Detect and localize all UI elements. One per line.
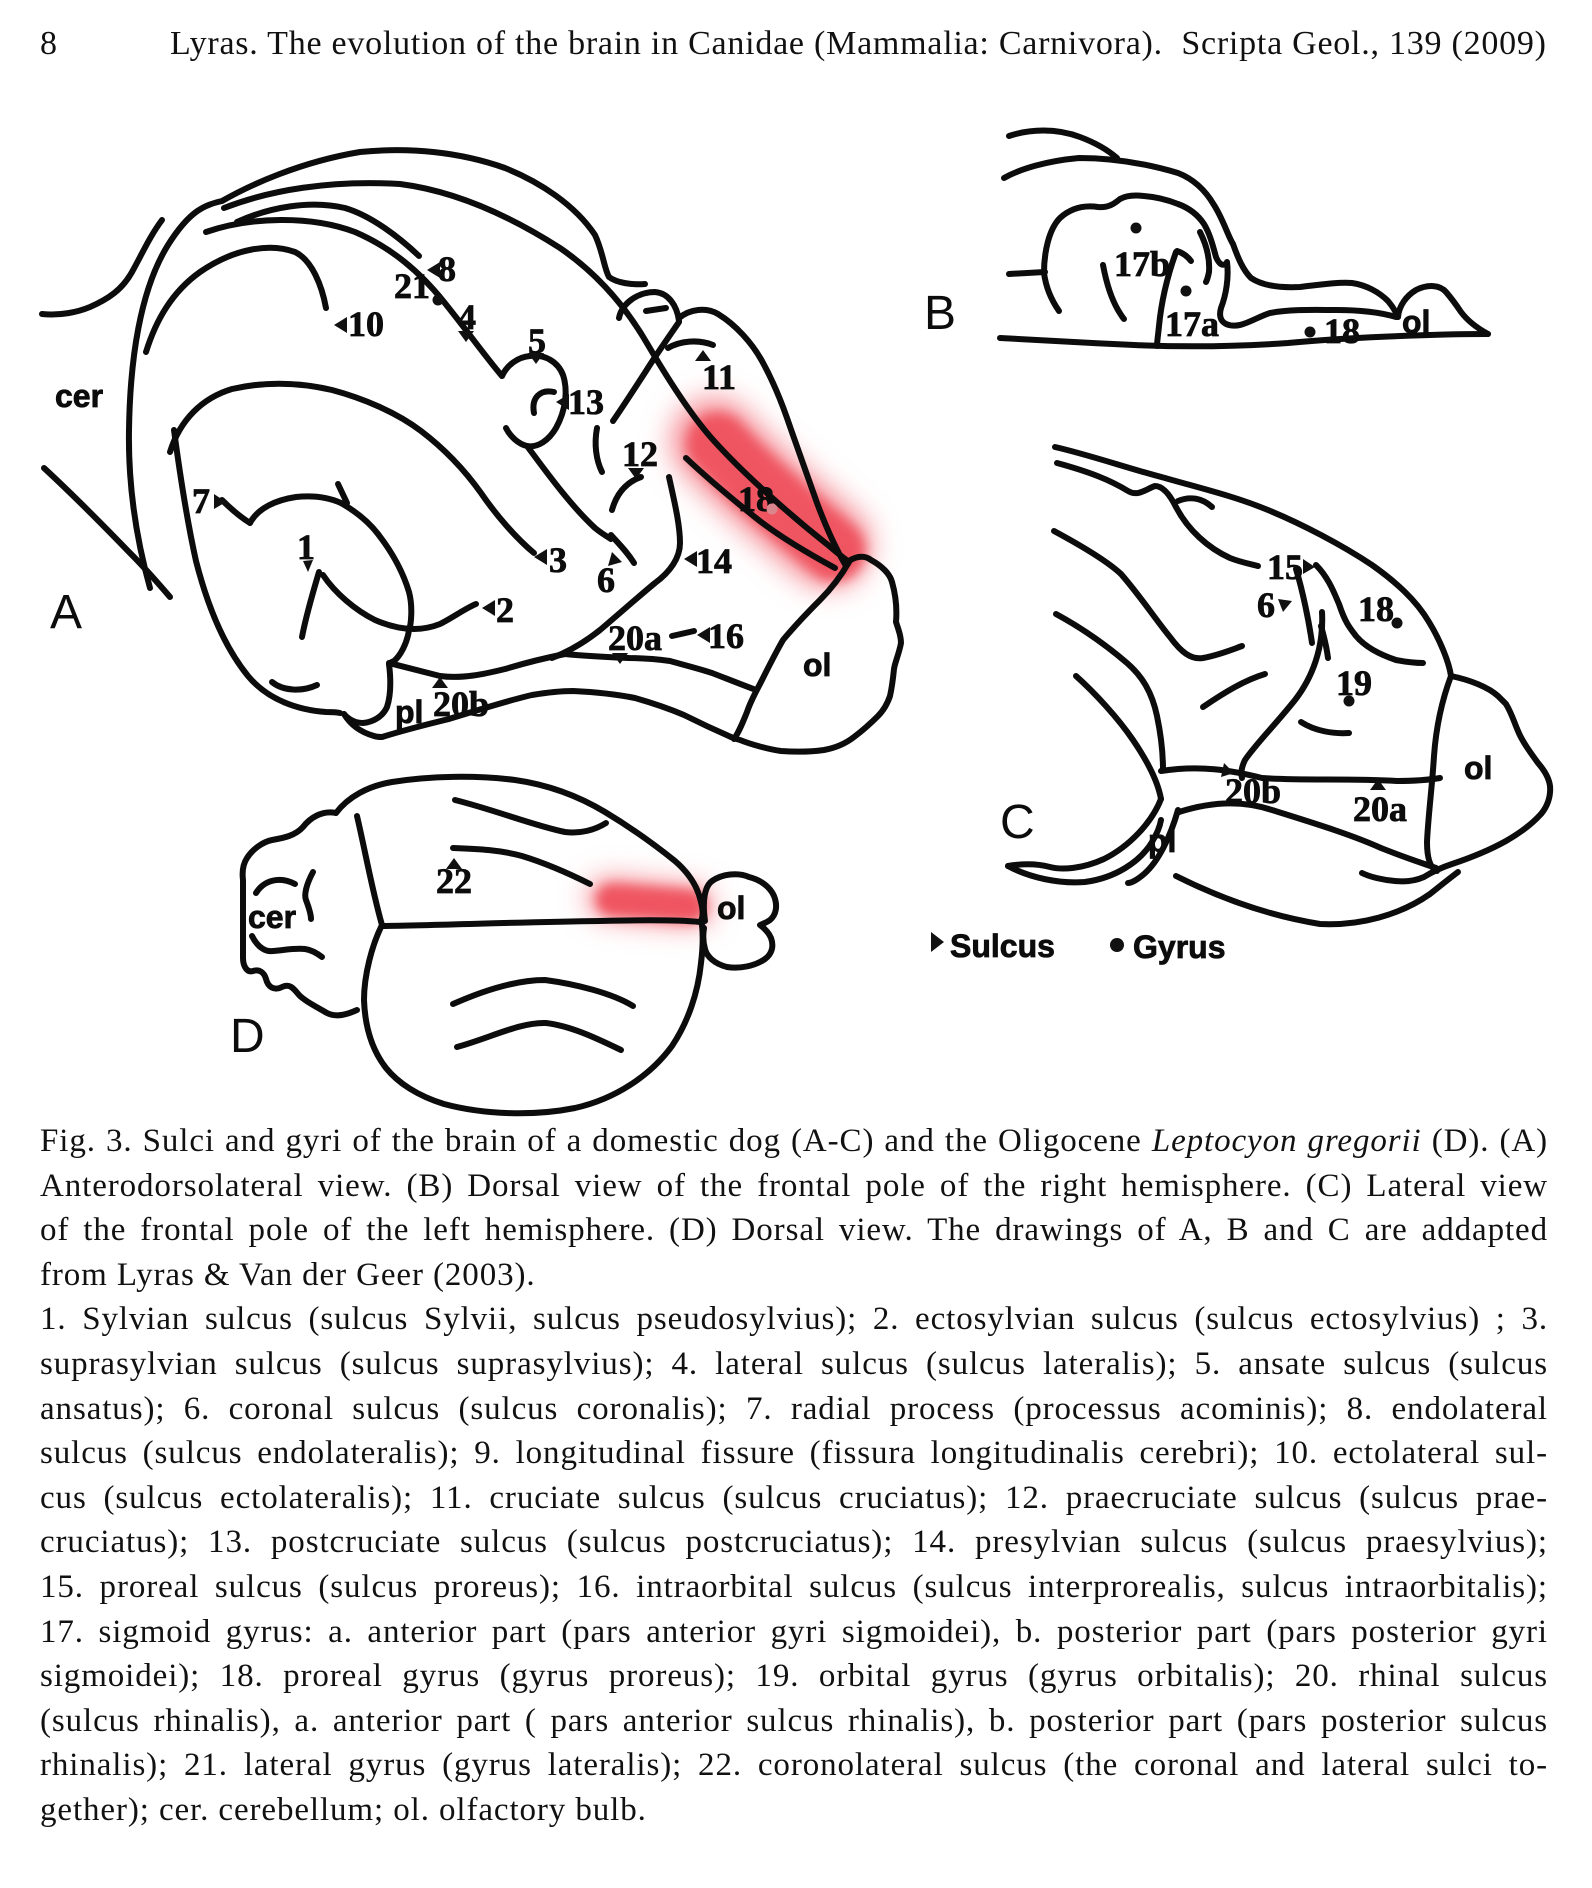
svg-text:ol: ol: [717, 890, 745, 926]
svg-text:20a: 20a: [1353, 789, 1407, 829]
svg-text:3: 3: [549, 540, 567, 580]
svg-text:pl: pl: [395, 694, 423, 730]
svg-text:18: 18: [1324, 311, 1360, 351]
svg-text:21: 21: [394, 266, 430, 306]
svg-text:4: 4: [458, 297, 476, 337]
svg-text:cer: cer: [55, 378, 103, 414]
svg-text:7: 7: [192, 481, 210, 521]
svg-text:pl: pl: [1148, 823, 1176, 859]
svg-text:6: 6: [1257, 585, 1275, 625]
svg-text:D: D: [230, 1010, 265, 1063]
svg-text:20b: 20b: [433, 684, 489, 724]
svg-text:6: 6: [597, 560, 615, 600]
svg-text:16: 16: [708, 616, 744, 656]
svg-text:5: 5: [528, 321, 546, 361]
svg-text:1: 1: [297, 527, 315, 567]
svg-text:12: 12: [622, 434, 658, 474]
svg-text:8: 8: [438, 249, 456, 289]
svg-text:Sulcus: Sulcus: [950, 928, 1055, 964]
svg-text:ol: ol: [1402, 304, 1430, 340]
svg-text:ol: ol: [803, 647, 831, 683]
svg-text:17a: 17a: [1165, 304, 1219, 344]
svg-text:2: 2: [496, 590, 514, 630]
svg-text:15: 15: [1267, 547, 1303, 587]
svg-text:10: 10: [348, 304, 384, 344]
svg-text:19: 19: [1336, 663, 1372, 703]
svg-text:cer: cer: [248, 899, 296, 935]
svg-text:B: B: [924, 287, 956, 340]
svg-text:Gyrus: Gyrus: [1133, 929, 1225, 965]
svg-text:17b: 17b: [1114, 244, 1170, 284]
svg-text:ol: ol: [1464, 750, 1492, 786]
svg-text:20a: 20a: [608, 618, 662, 658]
svg-text:C: C: [1000, 796, 1035, 849]
svg-text:11: 11: [702, 357, 736, 397]
svg-text:18: 18: [1358, 589, 1394, 629]
svg-text:13: 13: [568, 382, 604, 422]
svg-text:14: 14: [696, 541, 732, 581]
svg-text:20b: 20b: [1225, 771, 1281, 811]
svg-text:A: A: [50, 586, 82, 639]
